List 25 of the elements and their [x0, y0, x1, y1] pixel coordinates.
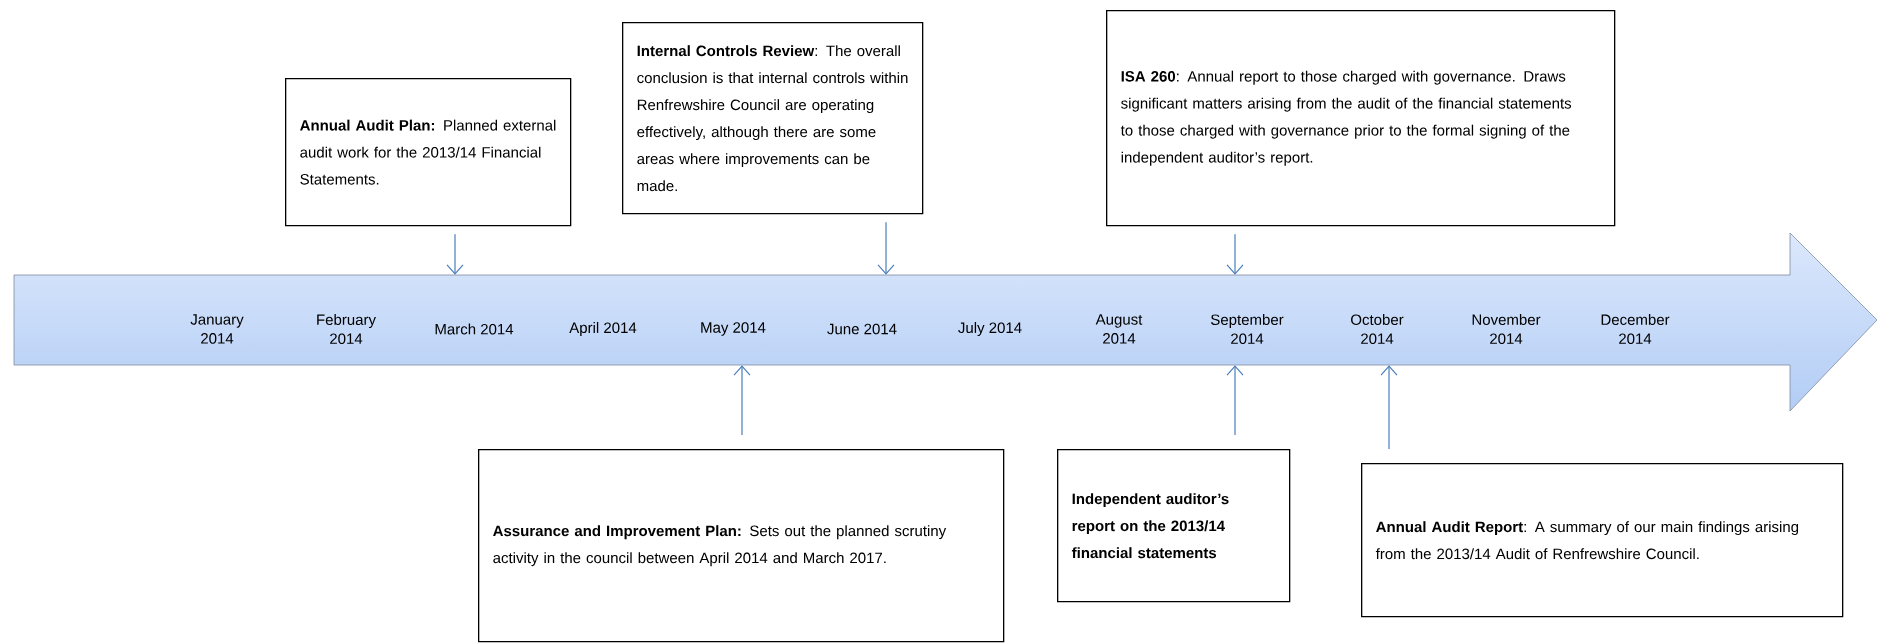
month-label: September 2014 [1211, 314, 1284, 344]
timeline-arrow [13, 232, 1877, 412]
arrow [877, 221, 895, 275]
month-label: July 2014 [958, 322, 1022, 336]
month-label: October 2014 [1351, 314, 1404, 344]
month-label: May 2014 [701, 322, 766, 336]
month-label: April 2014 [569, 322, 637, 336]
arrow [1226, 233, 1244, 275]
month-label: February 2014 [317, 314, 376, 344]
month-label: March 2014 [435, 323, 514, 335]
text-box: Annual Audit Plan: Planned external audit work for the 2013/14 Financial Statements. [285, 78, 572, 227]
text-box: Independent auditor’s report on the 2013/14 financial statements [1057, 449, 1291, 603]
month-label: June 2014 [827, 323, 897, 335]
month-label: January 2014 [190, 314, 244, 344]
arrow [1380, 365, 1398, 450]
month-label: December 2014 [1601, 314, 1670, 344]
text-box: Internal Controls Review: The overall conclusion is that internal controls within Renfrewshire Council are operating effectively, although there are some areas where improvements can be made. [622, 22, 924, 215]
month-label: November 2014 [1472, 314, 1541, 344]
arrow [1226, 365, 1244, 436]
arrow [446, 233, 464, 275]
arrow [733, 365, 751, 436]
text-box: Assurance and Improvement Plan: Sets out the planned scrutiny activity in the council between April 2014 and March 2017. [478, 449, 1005, 643]
text-box: Annual Audit Report: A summary of our main findings arising from the 2013/14 Audit of Renfrewshire Council. [1361, 463, 1844, 618]
month-label: August 2014 [1095, 314, 1143, 344]
text-box: ISA 260: Annual report to those charged with governance. Draws significant matters arising from the audit of the financial statements to those charged with governance prior to the formal signing of the independent auditor’s report. [1106, 10, 1616, 227]
